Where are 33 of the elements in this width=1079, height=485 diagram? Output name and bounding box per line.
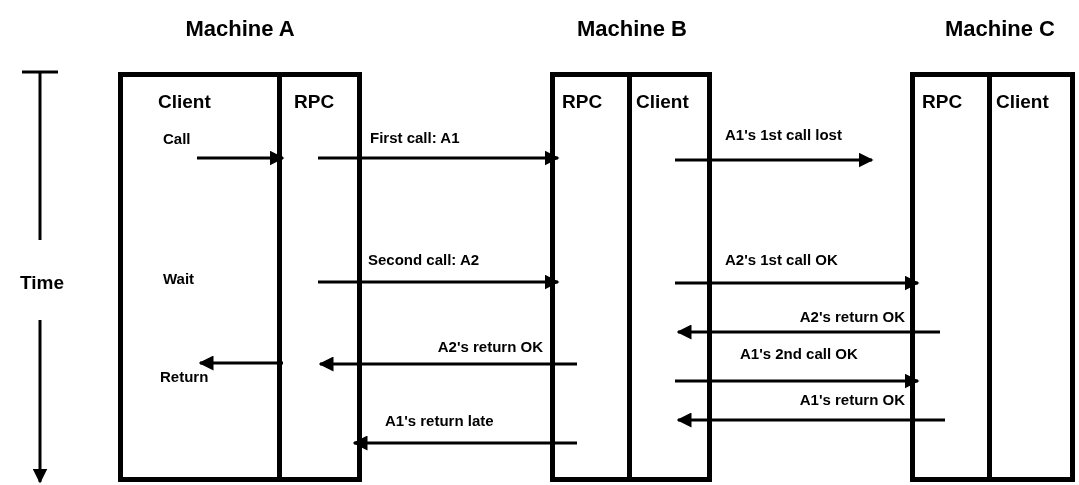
machine-heading: Machine C — [945, 16, 1055, 42]
arrow — [675, 275, 920, 291]
lane-heading: RPC — [294, 91, 335, 113]
machine-heading: Machine B — [577, 16, 687, 42]
arrow — [676, 324, 940, 340]
edge-label: A1's return OK — [799, 391, 905, 408]
lane-heading: RPC — [562, 91, 603, 113]
edge-label: Call — [163, 130, 191, 147]
edge-label: A2's 1st call OK — [725, 251, 838, 268]
lane-heading: Client — [158, 91, 211, 113]
edge-label: First call: A1 — [370, 129, 460, 146]
arrow — [675, 152, 874, 168]
lane-heading: RPC — [922, 91, 963, 113]
arrow — [352, 435, 577, 451]
edge-label: Return — [160, 368, 209, 385]
edge-label: A1's return late — [385, 412, 494, 429]
edge-label: A1's 2nd call OK — [740, 345, 858, 362]
arrow — [197, 150, 285, 166]
edge-label: Second call: A2 — [368, 251, 480, 268]
arrow — [318, 150, 560, 166]
arrow — [198, 355, 283, 371]
edge-label: A2's return OK — [799, 308, 905, 325]
edge-label: A2's return OK — [437, 338, 543, 355]
lane-heading: Client — [996, 91, 1049, 113]
arrow — [675, 373, 920, 389]
axis-label: Time — [20, 272, 64, 294]
arrow — [318, 356, 577, 372]
arrow — [676, 412, 945, 428]
arrow — [318, 274, 560, 290]
step-label: Wait — [163, 270, 195, 287]
machine-heading: Machine A — [185, 16, 295, 42]
lane-heading: Client — [636, 91, 689, 113]
edge-label: A1's 1st call lost — [725, 126, 842, 143]
